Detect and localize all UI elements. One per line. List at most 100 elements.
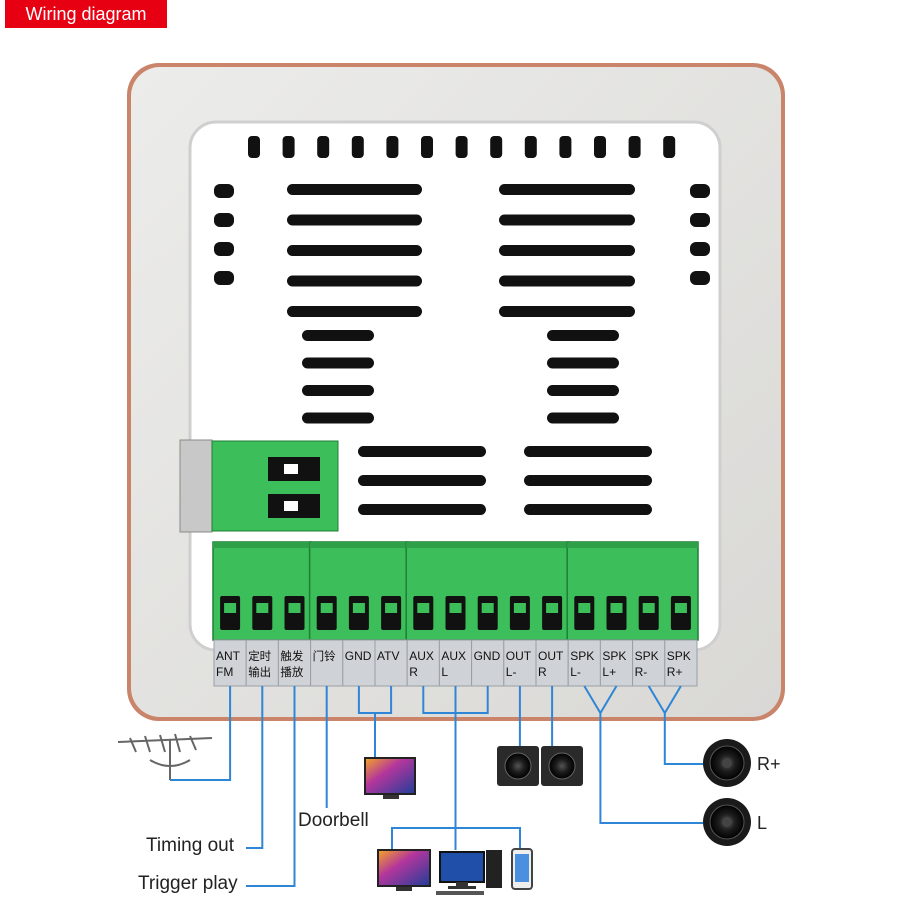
vent-slot [490,136,503,158]
terminal-label: L+ [602,665,616,679]
diagram-title: Wiring diagram [5,0,167,28]
terminal-cell [535,639,569,687]
vent-slot [499,184,635,195]
terminal-cell [277,639,312,687]
terminal-label: L- [506,665,517,679]
active-speakers-icon [497,746,583,786]
terminal-label: 门铃 [313,649,336,663]
vent-slot [594,136,606,158]
terminal-cell [567,639,601,687]
trigger-play-label: Trigger play [138,873,238,894]
speaker-r-label: R+ [757,754,781,774]
terminal-cell [438,639,473,687]
wire [170,686,232,781]
antenna-socket [179,439,339,533]
vent-slot [559,136,572,158]
terminal-label: R [538,665,547,679]
timing-out-label: Timing out [146,835,235,856]
terminal-cell [310,639,344,687]
terminal-cell [599,639,634,687]
vent-slot [351,136,364,158]
vent-slot [214,242,234,256]
terminal-label: OUT [538,649,564,663]
terminal-label: ANT [216,649,241,663]
terminal-label: 播放 [280,665,303,679]
desktop-pc-icon [436,850,502,895]
terminal-label: R- [635,665,648,679]
vent-slot [302,385,374,396]
terminal-label: OUT [506,649,532,663]
terminal-label: L- [570,665,581,679]
vent-slot [214,213,234,227]
vent-slot [317,136,330,158]
wire [357,686,393,758]
wire [647,685,703,765]
terminal-blocks [212,541,699,641]
vent-slot [690,184,710,198]
terminal-label: AUX [441,649,466,663]
vent-slot [386,136,399,158]
doorbell-label: Doorbell [298,810,369,831]
vent-slot [524,475,652,486]
vent-slot [287,275,422,287]
tv-icon [364,757,416,799]
vent-slot [628,136,641,158]
speaker-l-label: L [757,813,767,833]
vent-slot [547,412,619,424]
terminal-cell [245,639,279,687]
vent-slot [455,136,468,158]
vent-slot [547,330,619,341]
terminal-label: 输出 [248,665,271,679]
vent-slot [499,245,635,256]
vent-slot [358,475,486,486]
tv-icon [377,849,431,891]
ventilation-slots [214,136,710,515]
terminal-label: ATV [377,649,399,663]
vent-slot [524,136,537,158]
vent-slot [499,306,635,317]
vent-slot [690,213,710,227]
wire [422,686,489,850]
vent-slot [302,412,374,424]
ceiling-speaker-icon [703,798,751,846]
vent-slot [248,136,260,158]
vent-slot [302,330,374,341]
vent-slot [358,446,486,457]
terminal-label: R+ [667,665,683,679]
wire [583,685,703,824]
smartphone-icon [511,848,533,890]
terminal-cell [632,639,666,687]
vent-slot [287,184,422,195]
terminal-cell [664,639,698,687]
terminal-label: 定时 [248,649,271,663]
terminal-label: L [441,665,448,679]
wire [518,686,554,746]
wire [246,686,264,849]
vent-slot [499,214,635,226]
wiring [170,685,703,887]
vent-slot [287,306,422,317]
vent-slot [499,275,635,287]
terminal-label: FM [216,665,233,679]
wire [246,686,296,887]
terminal-label: SPK [602,649,626,663]
vent-slot [214,271,234,285]
vent-slot [663,136,676,158]
ceiling-speaker-icon [703,739,751,787]
vent-slot [524,446,652,457]
vent-slot [690,242,710,256]
terminal-label: AUX [409,649,434,663]
terminal-cell [503,639,537,687]
terminal-label: SPK [635,649,659,663]
vent-slot [287,245,422,256]
terminal-label: 触发 [280,649,303,663]
terminal-label: SPK [667,649,691,663]
vent-slot [421,136,433,158]
terminal-cell [342,639,376,687]
vent-slot [524,504,652,515]
vent-slot [302,357,374,369]
vent-slot [282,136,295,158]
terminal-cell [213,639,247,687]
vent-slot [214,184,234,198]
